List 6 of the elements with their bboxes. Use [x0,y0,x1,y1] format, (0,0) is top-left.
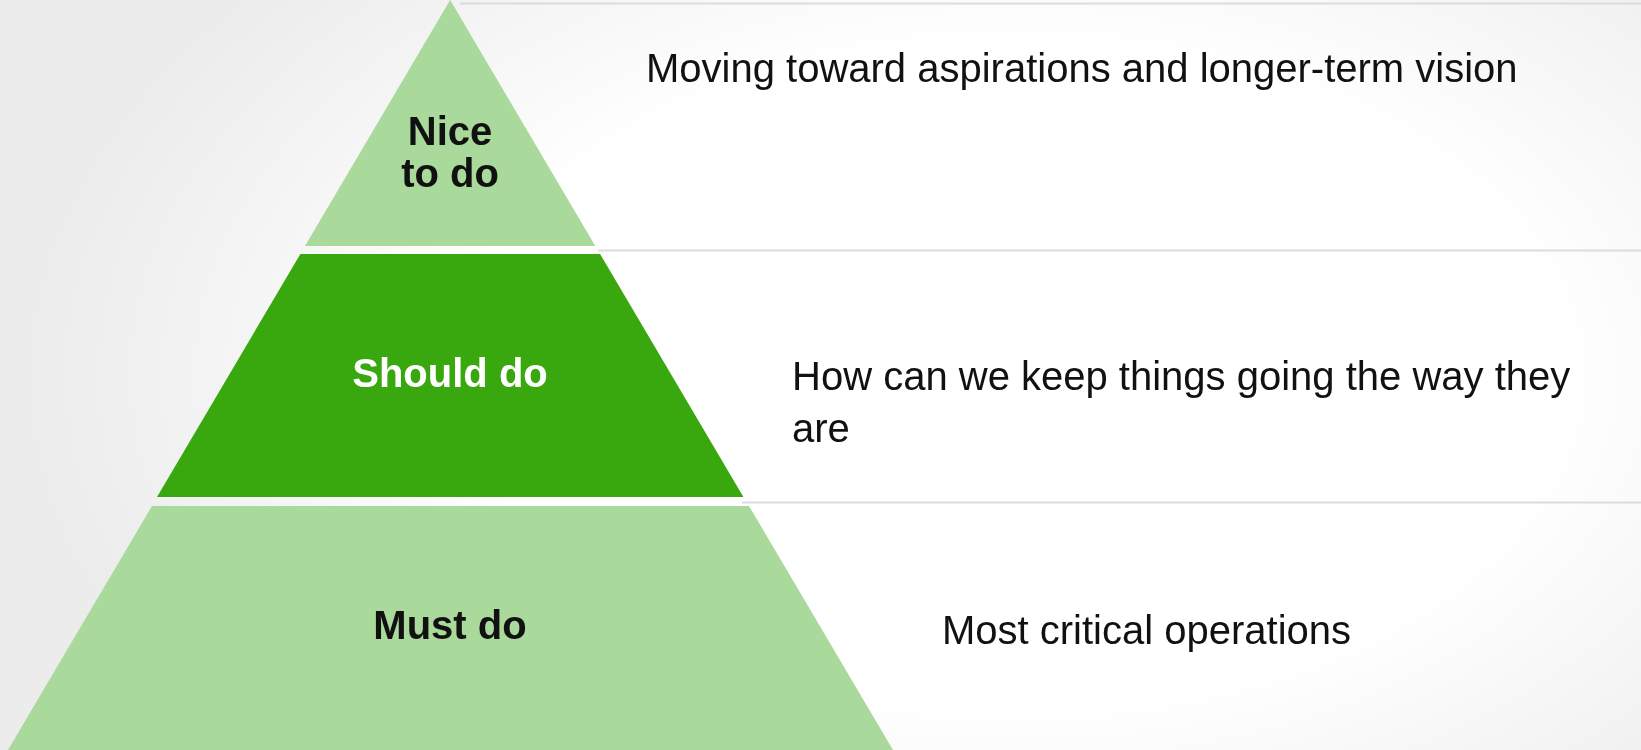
description-text: How can we keep things going the way they are [792,353,1572,452]
tier-label: Nice to do [400,110,500,194]
description-text: Moving toward aspirations and longer-term vision [646,45,1519,92]
tier-label: Must do [372,604,528,646]
tier-label: Should do [351,352,549,394]
description-text: Most critical operations [942,607,1353,654]
